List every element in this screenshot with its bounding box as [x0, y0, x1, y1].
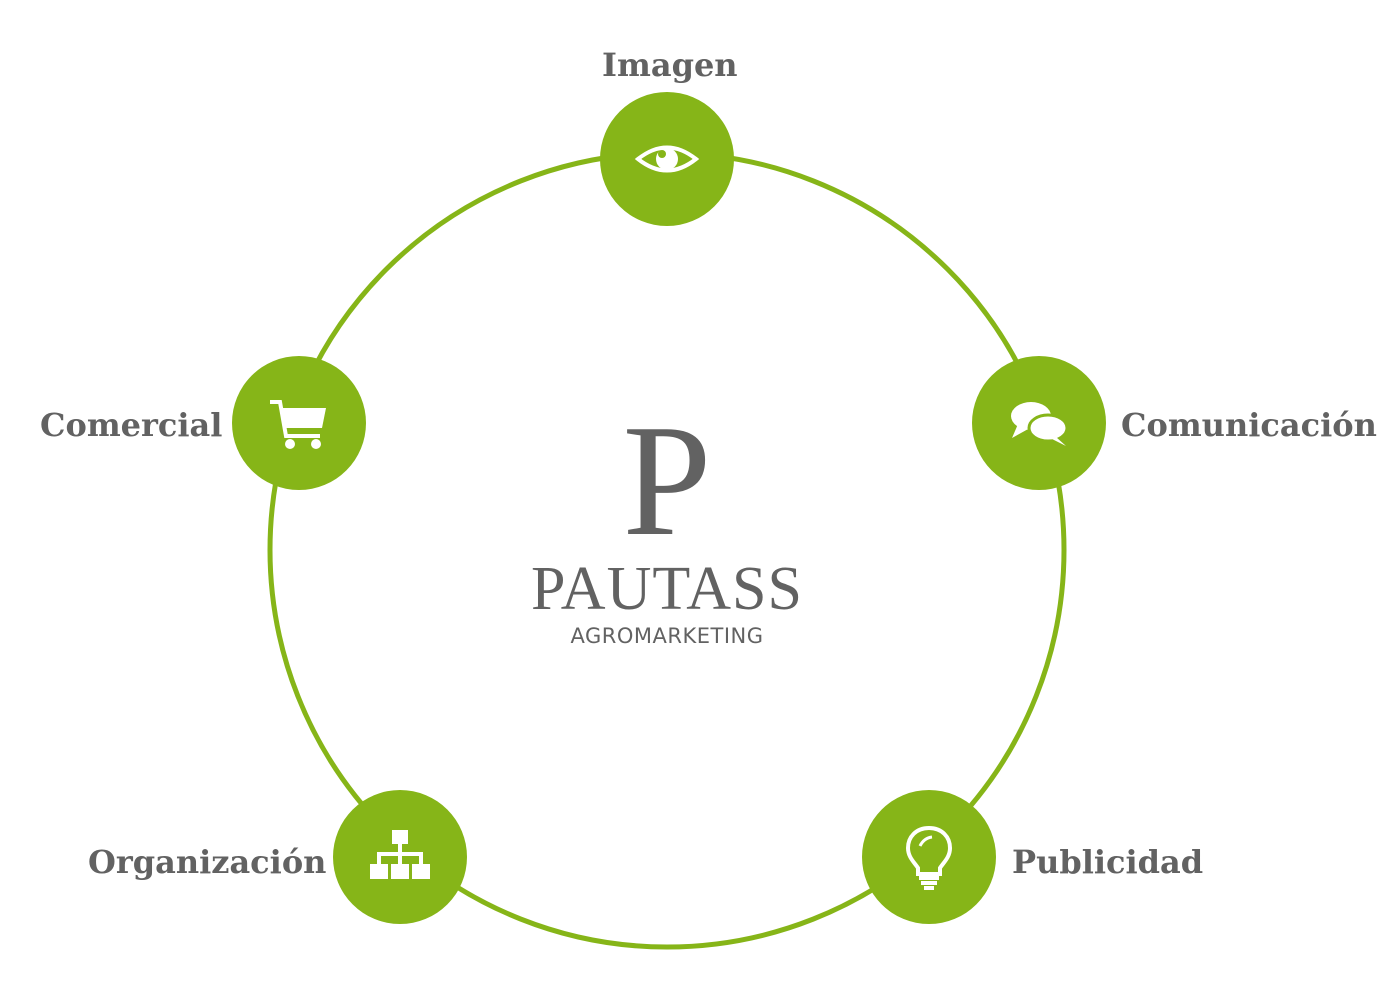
node-publicidad: [862, 790, 996, 924]
shopping-cart-icon: [270, 400, 326, 449]
org-chart-icon: [370, 830, 430, 879]
eye-icon: [634, 145, 700, 173]
speech-bubbles-icon: [1011, 402, 1069, 446]
label-organizacion: Organización: [88, 843, 327, 881]
logo-mark: P: [622, 391, 712, 569]
lightbulb-icon: [905, 825, 953, 890]
label-comunicacion: Comunicación: [1121, 406, 1377, 444]
logo-name: PAUTASS: [531, 555, 803, 623]
center-logo: P PAUTASS AGROMARKETING: [467, 391, 867, 650]
label-publicidad: Publicidad: [1012, 843, 1204, 881]
node-organizacion: [333, 790, 467, 924]
node-imagen: [600, 92, 734, 226]
node-comunicacion: [972, 356, 1106, 490]
label-imagen: Imagen: [602, 46, 738, 84]
logo-tagline: AGROMARKETING: [570, 624, 764, 648]
node-comercial: [232, 356, 366, 490]
label-comercial: Comercial: [40, 406, 223, 444]
